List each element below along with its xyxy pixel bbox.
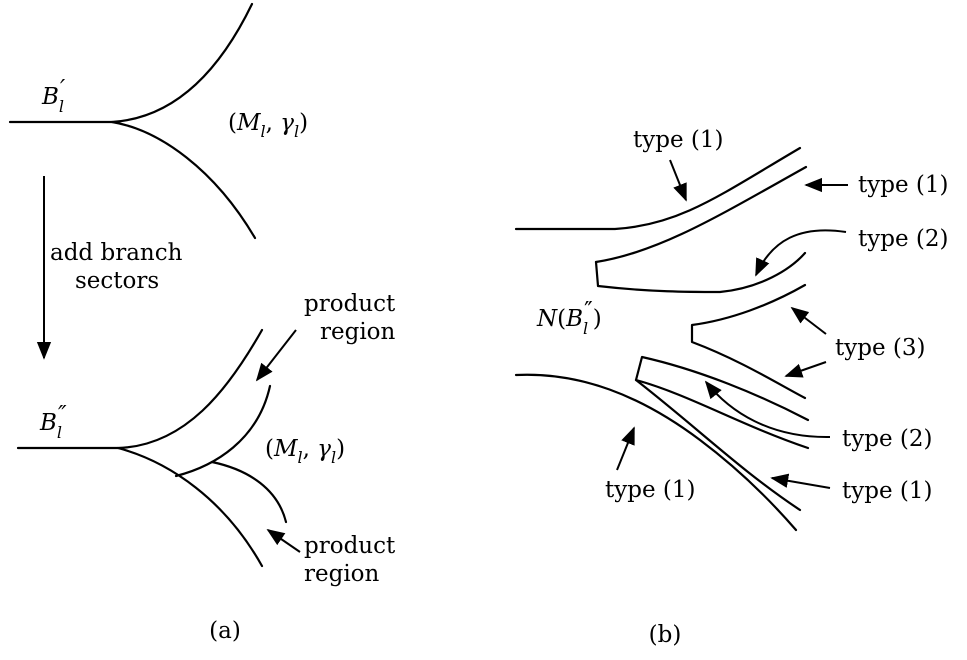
panel-a: Bl′ (Ml, γl) add branch sectors Bl″ (Ml,… — [8, 2, 396, 644]
type1-sector-edge — [594, 165, 808, 264]
bottom-type1-curve — [514, 373, 798, 532]
type-label-5-arrow — [704, 380, 831, 439]
bottom-branch-curve — [16, 328, 288, 568]
product-region-top-line1: product — [304, 291, 396, 317]
panel-b-caption: (b) — [649, 622, 682, 648]
type3-sector — [690, 283, 807, 400]
type-label-6-arrow — [770, 473, 831, 489]
nbhd-label: N(Bl″) — [536, 298, 602, 338]
arrow-label-line1: add branch — [50, 240, 183, 266]
top-boundary-label: Bl′ — [41, 76, 66, 116]
type-label-7-arrow — [616, 426, 635, 471]
product-region-top-arrow — [255, 329, 297, 382]
top-type1-curve — [514, 146, 802, 231]
type-label-2: type (1) — [858, 172, 948, 198]
top-branch-curve — [8, 2, 257, 240]
type-label-4-arrow-down — [784, 361, 827, 378]
top-region-label: (Ml, γl) — [228, 110, 308, 141]
type2-sector-lower — [634, 355, 810, 450]
type-label-6: type (1) — [842, 478, 932, 504]
type-label-1: type (1) — [633, 127, 723, 153]
type2-sector-upper — [594, 251, 807, 294]
product-region-top-line2: region — [320, 319, 396, 345]
bottom-boundary-label: Bl″ — [39, 402, 67, 442]
type-label-5: type (2) — [842, 426, 932, 452]
arrow-label-line2: sectors — [75, 268, 159, 294]
bottom-region-label: (Ml, γl) — [265, 436, 345, 467]
panel-a-caption: (a) — [209, 618, 241, 644]
product-region-bottom-line1: product — [304, 533, 396, 559]
type-label-3: type (2) — [858, 226, 948, 252]
type-label-4-arrow-up — [790, 306, 827, 335]
product-region-bottom-line2: region — [304, 561, 380, 587]
panel-b: N(Bl″) type (1) type (1) type (2) type (… — [514, 127, 948, 648]
type-label-3-arrow — [755, 229, 847, 277]
type-label-7: type (1) — [605, 477, 695, 503]
type-label-1-arrow — [669, 159, 687, 202]
product-region-bottom-arrow — [266, 528, 301, 553]
type-label-4: type (3) — [835, 335, 925, 361]
type1-lower-edge — [634, 378, 802, 512]
